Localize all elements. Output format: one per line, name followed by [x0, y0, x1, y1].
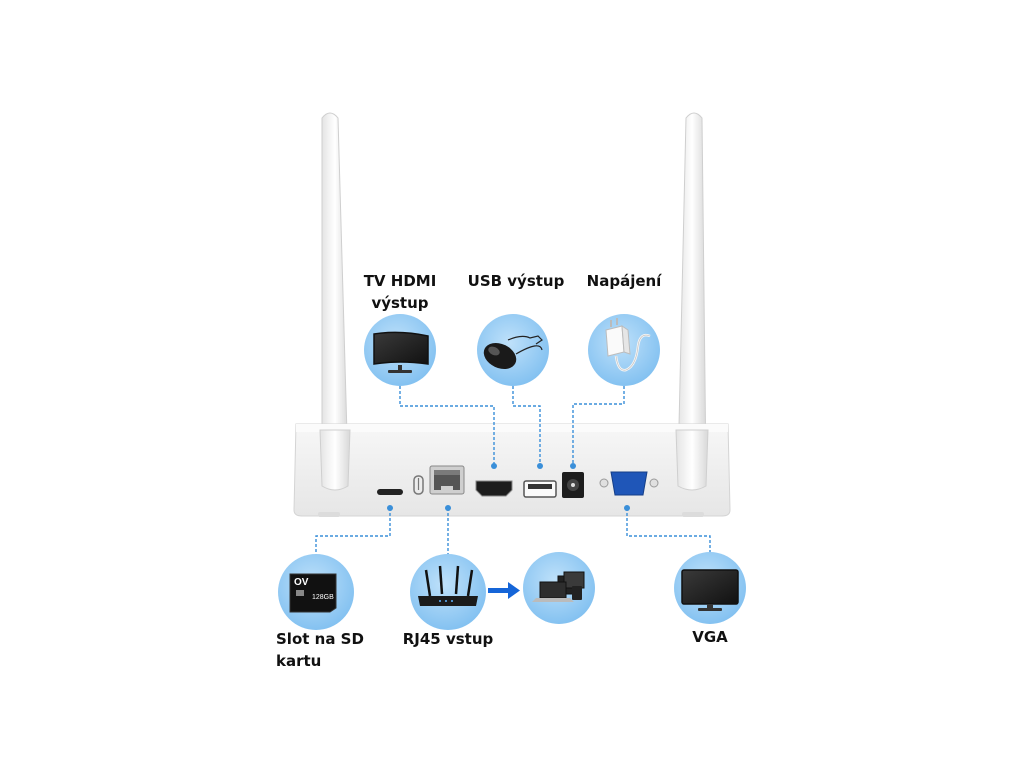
tv-monitor-icon — [373, 331, 429, 373]
sd-card-brand: OV — [294, 577, 309, 588]
sd-connector-line — [315, 508, 391, 558]
sd-label-line2: kartu — [276, 652, 322, 670]
hdmi-connector-line — [399, 386, 495, 464]
connector-lines — [315, 386, 711, 558]
connector-dots — [387, 463, 630, 511]
rj45-circle — [410, 554, 486, 630]
power-label: Napájení — [586, 272, 662, 290]
dc-power-port — [562, 472, 584, 498]
usb-connector-line — [512, 386, 541, 464]
micro-sd-card-icon: OV 128GB — [289, 573, 337, 613]
vga-label: VGA — [692, 628, 728, 646]
sd-label: Slot na SD kartu — [276, 628, 396, 672]
hdmi-label-line1: TV HDMI — [363, 272, 437, 290]
sd-label-line1: Slot na SD — [276, 630, 364, 648]
hdmi-port — [475, 480, 513, 497]
devices-icon — [532, 571, 585, 602]
right-foot — [682, 512, 704, 517]
nvr-device — [293, 423, 731, 517]
vga-port — [599, 471, 659, 496]
usb-label: USB výstup — [467, 272, 565, 290]
usb-port — [523, 480, 557, 498]
vga-monitor-icon — [681, 569, 739, 611]
blue-arrow-icon — [488, 582, 520, 599]
sd-card-capacity: 128GB — [312, 594, 334, 601]
hdmi-label-line2: výstup — [371, 294, 429, 312]
hdmi-label: TV HDMI výstup — [340, 270, 460, 314]
left-foot — [318, 512, 340, 517]
tf-card-slot — [377, 489, 403, 495]
power-adapter-icon — [605, 318, 651, 372]
usb-circle — [477, 314, 549, 386]
rj45-lan-port — [429, 465, 465, 495]
usb-mouse-icon — [483, 335, 543, 370]
right-antenna — [677, 112, 707, 477]
reset-button — [413, 475, 424, 495]
rj45-label: RJ45 vstup — [402, 630, 494, 648]
wifi-router-icon — [418, 565, 478, 606]
